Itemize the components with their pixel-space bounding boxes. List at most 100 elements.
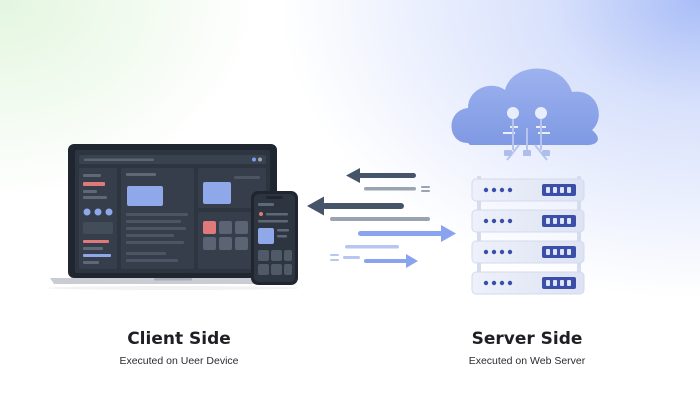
client-subtitle: Executed on Ueer Device [119,355,239,367]
phone-line [266,213,288,216]
cloud-connector [506,119,548,161]
server-drive-slot [553,249,557,255]
server-drive-bay [542,184,576,196]
sidebar-avatar-icon [94,208,102,216]
server-led-icon [483,280,489,286]
arrow-left-icon [307,196,324,216]
server-led-icon [491,249,497,255]
phone-tile [284,250,292,261]
screen-dot-icon [258,157,262,162]
phone-tile [258,264,269,275]
laptop [50,144,296,284]
server-led-icon [483,218,489,224]
server-rack-frame [577,176,581,290]
server-led-icon [491,187,497,193]
server-caption: Server Side Executed on Web Server [407,328,647,368]
phone-tile [271,250,282,261]
widget-tile [203,237,216,250]
flow-line [330,217,430,221]
panel-line [126,234,174,237]
arrow-right-icon [406,254,418,268]
server-unit [471,240,585,264]
server-drive-slot [546,280,550,286]
sidebar-line [83,247,103,250]
cloud-line [503,132,515,134]
server-led-icon [483,249,489,255]
server-drive-slot [560,249,564,255]
server-drive-slot [546,218,550,224]
flow-dash [330,254,339,256]
phone-tile [271,264,282,275]
server-led-icon [507,249,513,255]
phone-notch [266,196,283,199]
widget-tile [235,221,248,234]
sidebar-line [83,261,99,264]
sidebar-line [83,240,109,243]
server-led-icon [491,280,497,286]
arrow-shaft [364,259,408,263]
sidebar-highlight [83,182,105,186]
server-rack-frame [477,176,481,290]
server-drive-slot [546,249,550,255]
server-title: Server Side [471,329,583,349]
right-panel-image [203,182,231,204]
panel-line [126,252,166,255]
right-panel-line [234,176,260,179]
panel-line [126,227,186,230]
flow-line [345,245,399,249]
cloud-node-icon [507,107,519,119]
connector-plug [523,150,531,156]
phone-dot-icon [259,212,263,216]
panel-line [126,259,178,262]
connector-plug [542,150,550,156]
server-drive-bay [542,246,576,258]
widget-tile [235,237,248,250]
phone-line [277,235,287,238]
server-drive-bay [542,277,576,289]
server-drive-bay [542,215,576,227]
server-subtitle: Executed on Web Server [468,355,586,367]
flow-dash [421,186,430,188]
server-unit [471,271,585,295]
arrow-shaft [358,231,444,236]
sidebar-avatar-icon [105,208,113,216]
server-unit [471,178,585,202]
flow-dash [330,259,339,261]
server-led-icon [507,187,513,193]
connector-plug [504,150,512,156]
server-drive-slot [567,280,571,286]
data-flow-arrows [307,168,456,268]
arrow-right-icon [441,225,456,242]
server-drive-slot [560,218,564,224]
phone-tile [284,264,292,275]
panel-line [126,241,184,244]
flow-line [364,187,416,191]
cloud [451,68,599,161]
widget-tile [219,237,232,250]
server-drive-slot [560,280,564,286]
server-unit [471,209,585,233]
widget-tile [203,221,216,234]
sidebar-line [83,254,111,257]
cloud-icon [451,68,599,146]
arrow-shaft [358,173,416,178]
server-drive-slot [567,249,571,255]
laptop-notch [154,278,192,281]
server-drive-slot [553,280,557,286]
server-led-icon [483,187,489,193]
arrow-left-icon [346,168,360,183]
laptop-shadow [47,286,299,290]
widget-tile [219,221,232,234]
server-led-icon [491,218,497,224]
server-drive-slot [553,218,557,224]
server-drive-slot [553,187,557,193]
sidebar-avatar-icon [83,208,91,216]
panel-line [126,173,156,176]
phone-tile [258,250,269,261]
server-led-icon [499,218,505,224]
cloud-line [538,132,550,134]
flow-dash [421,190,430,192]
sidebar-card [83,222,113,234]
client-caption: Client Side Executed on Ueer Device [59,328,299,368]
